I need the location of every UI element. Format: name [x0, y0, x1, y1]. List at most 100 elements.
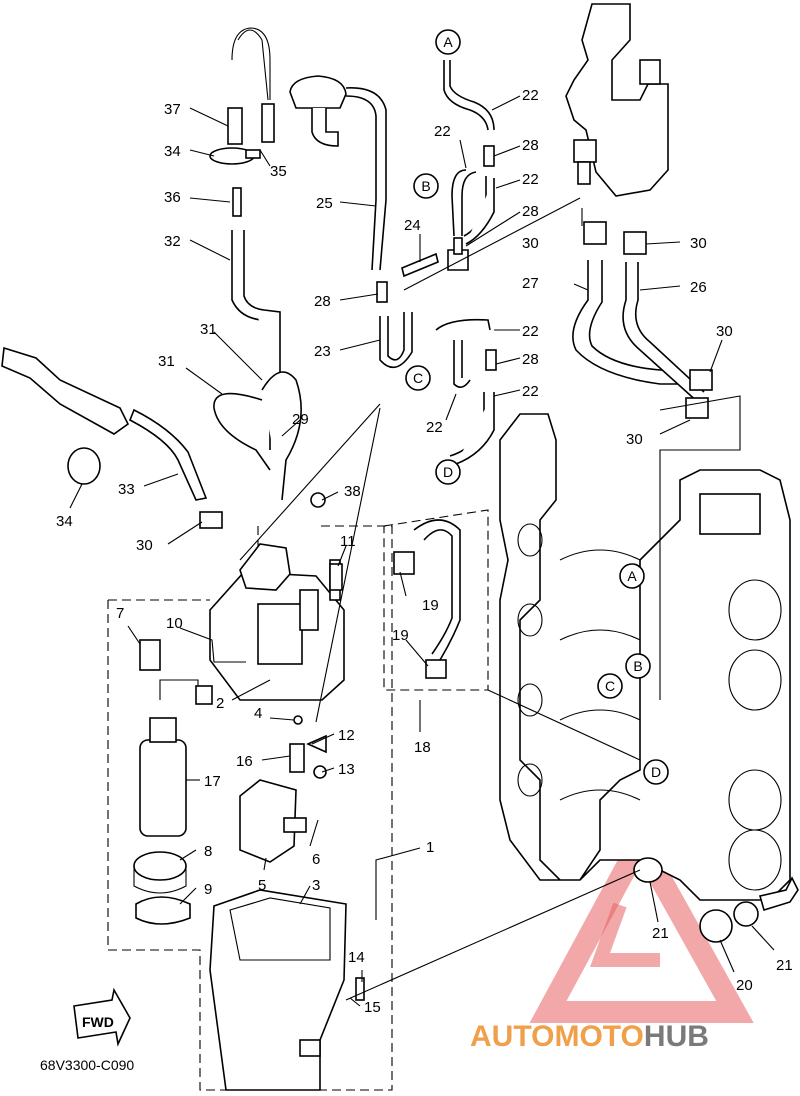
callout-6: 6 [312, 851, 320, 868]
hose-kit-18 [393, 519, 461, 679]
watermark-auto: AUTO [470, 1020, 554, 1053]
fwd-label: FWD [82, 1014, 114, 1030]
watermark-text: AUTOMOTOHUB [470, 1020, 709, 1053]
callout-35: 35 [270, 163, 287, 180]
hoses-26-27 [572, 221, 713, 419]
fwd-arrow: FWD [73, 987, 131, 1047]
callout-30-e: 30 [136, 537, 153, 554]
svg-text:A: A [627, 568, 637, 584]
fuel-hose-37 [227, 103, 275, 145]
svg-text:C: C [605, 678, 615, 694]
callout-15: 15 [364, 999, 381, 1016]
callout-numbers: 37 34 35 36 3 2 25 22 22 28 22 28 24 28 2… [56, 87, 793, 1016]
callout-25: 25 [316, 195, 333, 212]
fuel-level-sensor-5 [239, 779, 307, 863]
callout-5: 5 [258, 877, 266, 894]
callout-22-d: 22 [522, 323, 539, 340]
connector-d-manifold: D [643, 759, 669, 785]
fuel-cup-3 [209, 889, 347, 1091]
callout-19-b: 19 [392, 627, 409, 644]
callout-27: 27 [522, 275, 539, 292]
callout-13: 13 [338, 761, 355, 778]
band-9 [135, 896, 191, 925]
callout-18: 18 [414, 739, 431, 756]
watermark-moto: MOTO [554, 1020, 643, 1053]
clamp-34-upper [209, 147, 261, 165]
svg-text:A: A [443, 34, 453, 50]
intake-manifold [499, 395, 791, 901]
callout-22-f: 22 [426, 419, 443, 436]
callout-31-a: 31 [200, 321, 217, 338]
callout-37: 37 [164, 101, 181, 118]
callout-3: 3 [312, 877, 320, 894]
pressure-regulator [289, 75, 387, 271]
callout-12: 12 [338, 727, 355, 744]
connector-a-top: A [435, 29, 461, 55]
callout-36: 36 [164, 189, 181, 206]
svg-text:AUTOMOTOHUB: AUTOMOTOHUB [470, 1020, 709, 1053]
clamp-30-left [199, 511, 223, 529]
callout-11: 11 [340, 533, 356, 550]
callout-28-b: 28 [522, 203, 539, 220]
svg-text:B: B [633, 658, 642, 674]
clamp-34-lower [67, 447, 101, 485]
callout-21-b: 21 [776, 957, 793, 974]
callout-20: 20 [736, 977, 753, 994]
callout-14: 14 [348, 949, 365, 966]
svg-text:D: D [651, 764, 661, 780]
callout-28-a: 28 [522, 137, 539, 154]
callout-30-c: 30 [716, 323, 733, 340]
svg-text:D: D [443, 464, 453, 480]
grommets-20-21 [633, 857, 799, 943]
callout-30-a: 30 [522, 235, 539, 252]
connector-d-top: D [435, 459, 461, 485]
svg-text:B: B [421, 178, 430, 194]
callout-1: 1 [426, 839, 434, 856]
fuel-pump-unit [209, 543, 345, 701]
callout-22-a: 22 [522, 87, 539, 104]
connector-b-manifold: B [625, 653, 651, 679]
fuel-hose-31 [213, 371, 302, 501]
diagram-code: 68V3300-C090 [40, 1057, 134, 1073]
callout-26: 26 [690, 279, 707, 296]
connector-c-top: C [405, 365, 431, 391]
connector-b-top: B [413, 173, 439, 199]
callout-34-top: 34 [164, 143, 181, 160]
callout-24: 24 [404, 217, 421, 234]
callout-16: 16 [236, 753, 253, 770]
callout-9: 9 [204, 881, 212, 898]
watermark-hub: HUB [644, 1020, 709, 1053]
callout-22-c: 22 [522, 171, 539, 188]
filter-8 [133, 851, 187, 894]
callout-38: 38 [344, 483, 361, 500]
callout-28-d: 28 [522, 351, 539, 368]
joint-36 [232, 187, 242, 217]
callout-2: 2 [216, 695, 224, 712]
fuel-filter-inlet [1, 346, 208, 501]
callout-33: 33 [118, 481, 135, 498]
callout-4: 4 [254, 705, 262, 722]
center-hoses [376, 60, 497, 465]
callout-30-d: 30 [626, 431, 643, 448]
spring-7 [139, 639, 161, 671]
callout-7: 7 [116, 605, 124, 622]
leader-lines [69, 95, 775, 1007]
watermark-logo [529, 819, 754, 1023]
callout-17: 17 [204, 773, 221, 790]
callout-21-a: 21 [652, 925, 669, 942]
callout-10: 10 [166, 615, 183, 632]
callout-22-e: 22 [522, 383, 539, 400]
connector-c-manifold: C [597, 673, 623, 699]
callout-19-a: 19 [422, 597, 439, 614]
callout-30-b: 30 [690, 235, 707, 252]
callout-29: 29 [292, 411, 309, 428]
svg-text:C: C [413, 370, 423, 386]
connector-a-manifold: A [619, 563, 645, 589]
callout-8: 8 [204, 843, 212, 860]
callout-22-b: 22 [434, 123, 451, 140]
callout-23: 23 [314, 343, 331, 360]
callout-31-b: 31 [158, 353, 175, 370]
small-parts [289, 492, 365, 1057]
callout-28-c: 28 [314, 293, 331, 310]
